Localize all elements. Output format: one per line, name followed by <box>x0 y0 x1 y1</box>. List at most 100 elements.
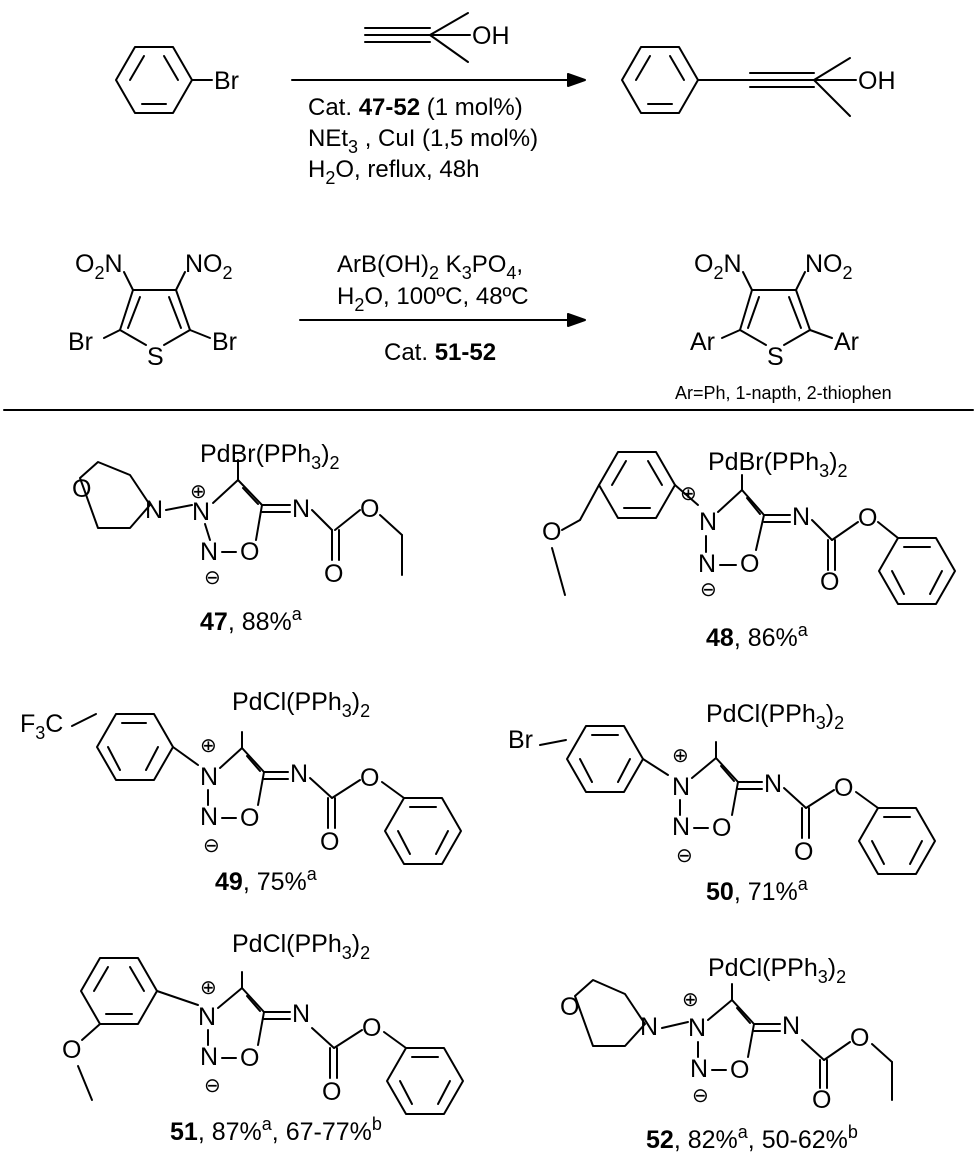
product-hydroxyl-label: OH <box>858 67 896 95</box>
atom-o: O <box>560 993 579 1021</box>
atom-o-ring: O <box>240 1044 259 1072</box>
atom-n-plus: N <box>198 1003 216 1031</box>
catalyst-48-label: 48, 86%a <box>706 620 809 652</box>
reaction-2-condition-reagent: ArB(OH)2 K3PO4, <box>337 251 523 283</box>
atom-n-imine: N <box>292 1000 310 1028</box>
dibromo-dinitrothiophene: O2N NO2 S Br Br <box>68 250 237 371</box>
atom-o-ring: O <box>240 538 259 566</box>
reaction-1: Br OH Cat. 47-52 (1 mol%) NEt3 , CuI (1,… <box>115 12 896 188</box>
phenyl-ring <box>878 537 956 605</box>
atom-n-minus: N <box>200 538 218 566</box>
atom-o-methoxy: O <box>542 518 561 546</box>
morpholine-ring <box>574 979 646 1047</box>
atom-n-imine: N <box>764 770 782 798</box>
hydroxyl-label: OH <box>472 22 510 50</box>
atom-n: N <box>640 1013 658 1041</box>
catalyst-49-label: 49, 75%a <box>215 864 318 896</box>
alkyne-product: OH <box>621 46 896 117</box>
atom-n-plus: N <box>699 508 717 536</box>
atom-n-imine: N <box>290 760 308 788</box>
phenyl-ring <box>384 797 462 865</box>
reaction-1-arrow <box>291 73 586 87</box>
positive-charge: ⊕ <box>682 989 699 1011</box>
atom-o-ring: O <box>712 814 731 842</box>
atom-o-carbonyl: O <box>324 560 343 588</box>
atom-o-carbonyl: O <box>322 1078 341 1106</box>
propargyl-alcohol-reagent: OH <box>364 12 510 63</box>
atom-o-carbonyl: O <box>812 1086 831 1114</box>
bromine-label: Br <box>508 726 533 754</box>
atom-o-ester: O <box>850 1024 869 1052</box>
atom-n-minus: N <box>672 813 690 841</box>
negative-charge: ⊖ <box>204 1075 221 1097</box>
positive-charge: ⊕ <box>190 481 207 503</box>
pd-complex-label: PdCl(PPh3)2 <box>706 700 844 733</box>
catalyst-50: Br N ⊕ PdCl(PPh3)2 N ⊖ O N O O <box>508 700 936 906</box>
positive-charge: ⊕ <box>200 735 217 757</box>
atom-n-minus: N <box>200 803 218 831</box>
positive-charge: ⊕ <box>200 977 217 999</box>
pd-complex-label: PdBr(PPh3)2 <box>708 448 848 481</box>
reaction-1-condition-base: NEt3 , CuI (1,5 mol%) <box>308 125 538 157</box>
atom-n-plus: N <box>200 763 218 791</box>
atom-o-ester: O <box>834 774 853 802</box>
catalyst-51-label: 51, 87%a, 67-77%b <box>170 1114 382 1146</box>
atom-n-minus: N <box>698 550 716 578</box>
pd-complex-label: PdCl(PPh3)2 <box>708 954 846 987</box>
catalyst-52: O N N ⊕ PdCl(PPh3)2 N ⊖ O N O O 52, 82%a… <box>560 954 893 1154</box>
atom-n-plus: N <box>192 498 210 526</box>
phenyl-ring <box>858 807 936 875</box>
negative-charge: ⊖ <box>676 845 693 867</box>
aryl-right-label: Ar <box>834 328 859 356</box>
catalyst-51: O N ⊕ PdCl(PPh3)2 N ⊖ O N O O 51, 87%a, … <box>62 930 464 1146</box>
pd-complex-label: PdCl(PPh3)2 <box>232 930 370 963</box>
aryl-ring <box>566 725 644 793</box>
catalyst-52-label: 52, 82%a, 50-62%b <box>646 1122 858 1154</box>
product-nitro-left-label: O2N <box>694 250 742 283</box>
pd-complex-label: PdCl(PPh3)2 <box>232 688 370 721</box>
reaction-2-condition-solvent: H2O, 100ºC, 48ºC <box>337 283 529 315</box>
reaction-1-condition-solvent: H2O, reflux, 48h <box>308 156 479 188</box>
trifluoromethyl-label: F3C <box>20 710 63 743</box>
atom-n-imine: N <box>792 503 810 531</box>
reaction-1-condition-catalyst: Cat. 47-52 (1 mol%) <box>308 94 523 121</box>
negative-charge: ⊖ <box>204 567 221 589</box>
catalyst-49: F3C N ⊕ PdCl(PPh3)2 N ⊖ O N O O <box>20 688 462 896</box>
sulfur-label: S <box>147 343 164 371</box>
atom-o-ester: O <box>858 504 877 532</box>
atom-n-minus: N <box>200 1043 218 1071</box>
atom-o-carbonyl: O <box>794 838 813 866</box>
bromobenzene: Br <box>115 46 239 114</box>
atom-o-methoxy: O <box>62 1036 81 1064</box>
catalyst-48: O N ⊕ PdBr(PPh3)2 N ⊖ O N O O 48, 86%a <box>542 448 956 652</box>
catalyst-47: O N N ⊕ PdBr(PPh3)2 N ⊖ O N O O 47, 88%a <box>72 440 403 636</box>
aryl-left-label: Ar <box>690 328 715 356</box>
nitro-left-label: O2N <box>75 250 123 283</box>
atom-o: O <box>72 475 91 503</box>
aryl-group-note: Ar=Ph, 1-napth, 2-thiophen <box>675 383 892 403</box>
atom-n-plus: N <box>688 1014 706 1042</box>
reaction-2: O2N NO2 S Br Br ArB(OH)2 K3PO <box>68 250 892 403</box>
reaction-2-condition-catalyst: Cat. 51-52 <box>384 339 496 366</box>
atom-o-carbonyl: O <box>820 568 839 596</box>
bromine-label: Br <box>214 67 239 95</box>
atom-o-ester: O <box>360 495 379 523</box>
benzene-ring <box>621 46 699 114</box>
atom-o-ester: O <box>362 1014 381 1042</box>
bromine-right-label: Br <box>212 328 237 356</box>
catalyst-47-label: 47, 88%a <box>200 604 303 636</box>
atom-n-imine: N <box>292 495 310 523</box>
bromine-left-label: Br <box>68 328 93 356</box>
benzene-ring <box>115 46 193 114</box>
negative-charge: ⊖ <box>700 579 717 601</box>
product-nitro-right-label: NO2 <box>805 250 853 283</box>
negative-charge: ⊖ <box>203 835 220 857</box>
catalyst-50-label: 50, 71%a <box>706 874 809 906</box>
aryl-ring <box>96 713 174 781</box>
product-sulfur-label: S <box>767 343 784 371</box>
atom-o-carbonyl: O <box>320 828 339 856</box>
positive-charge: ⊕ <box>672 745 689 767</box>
atom-o-ring: O <box>730 1056 749 1084</box>
